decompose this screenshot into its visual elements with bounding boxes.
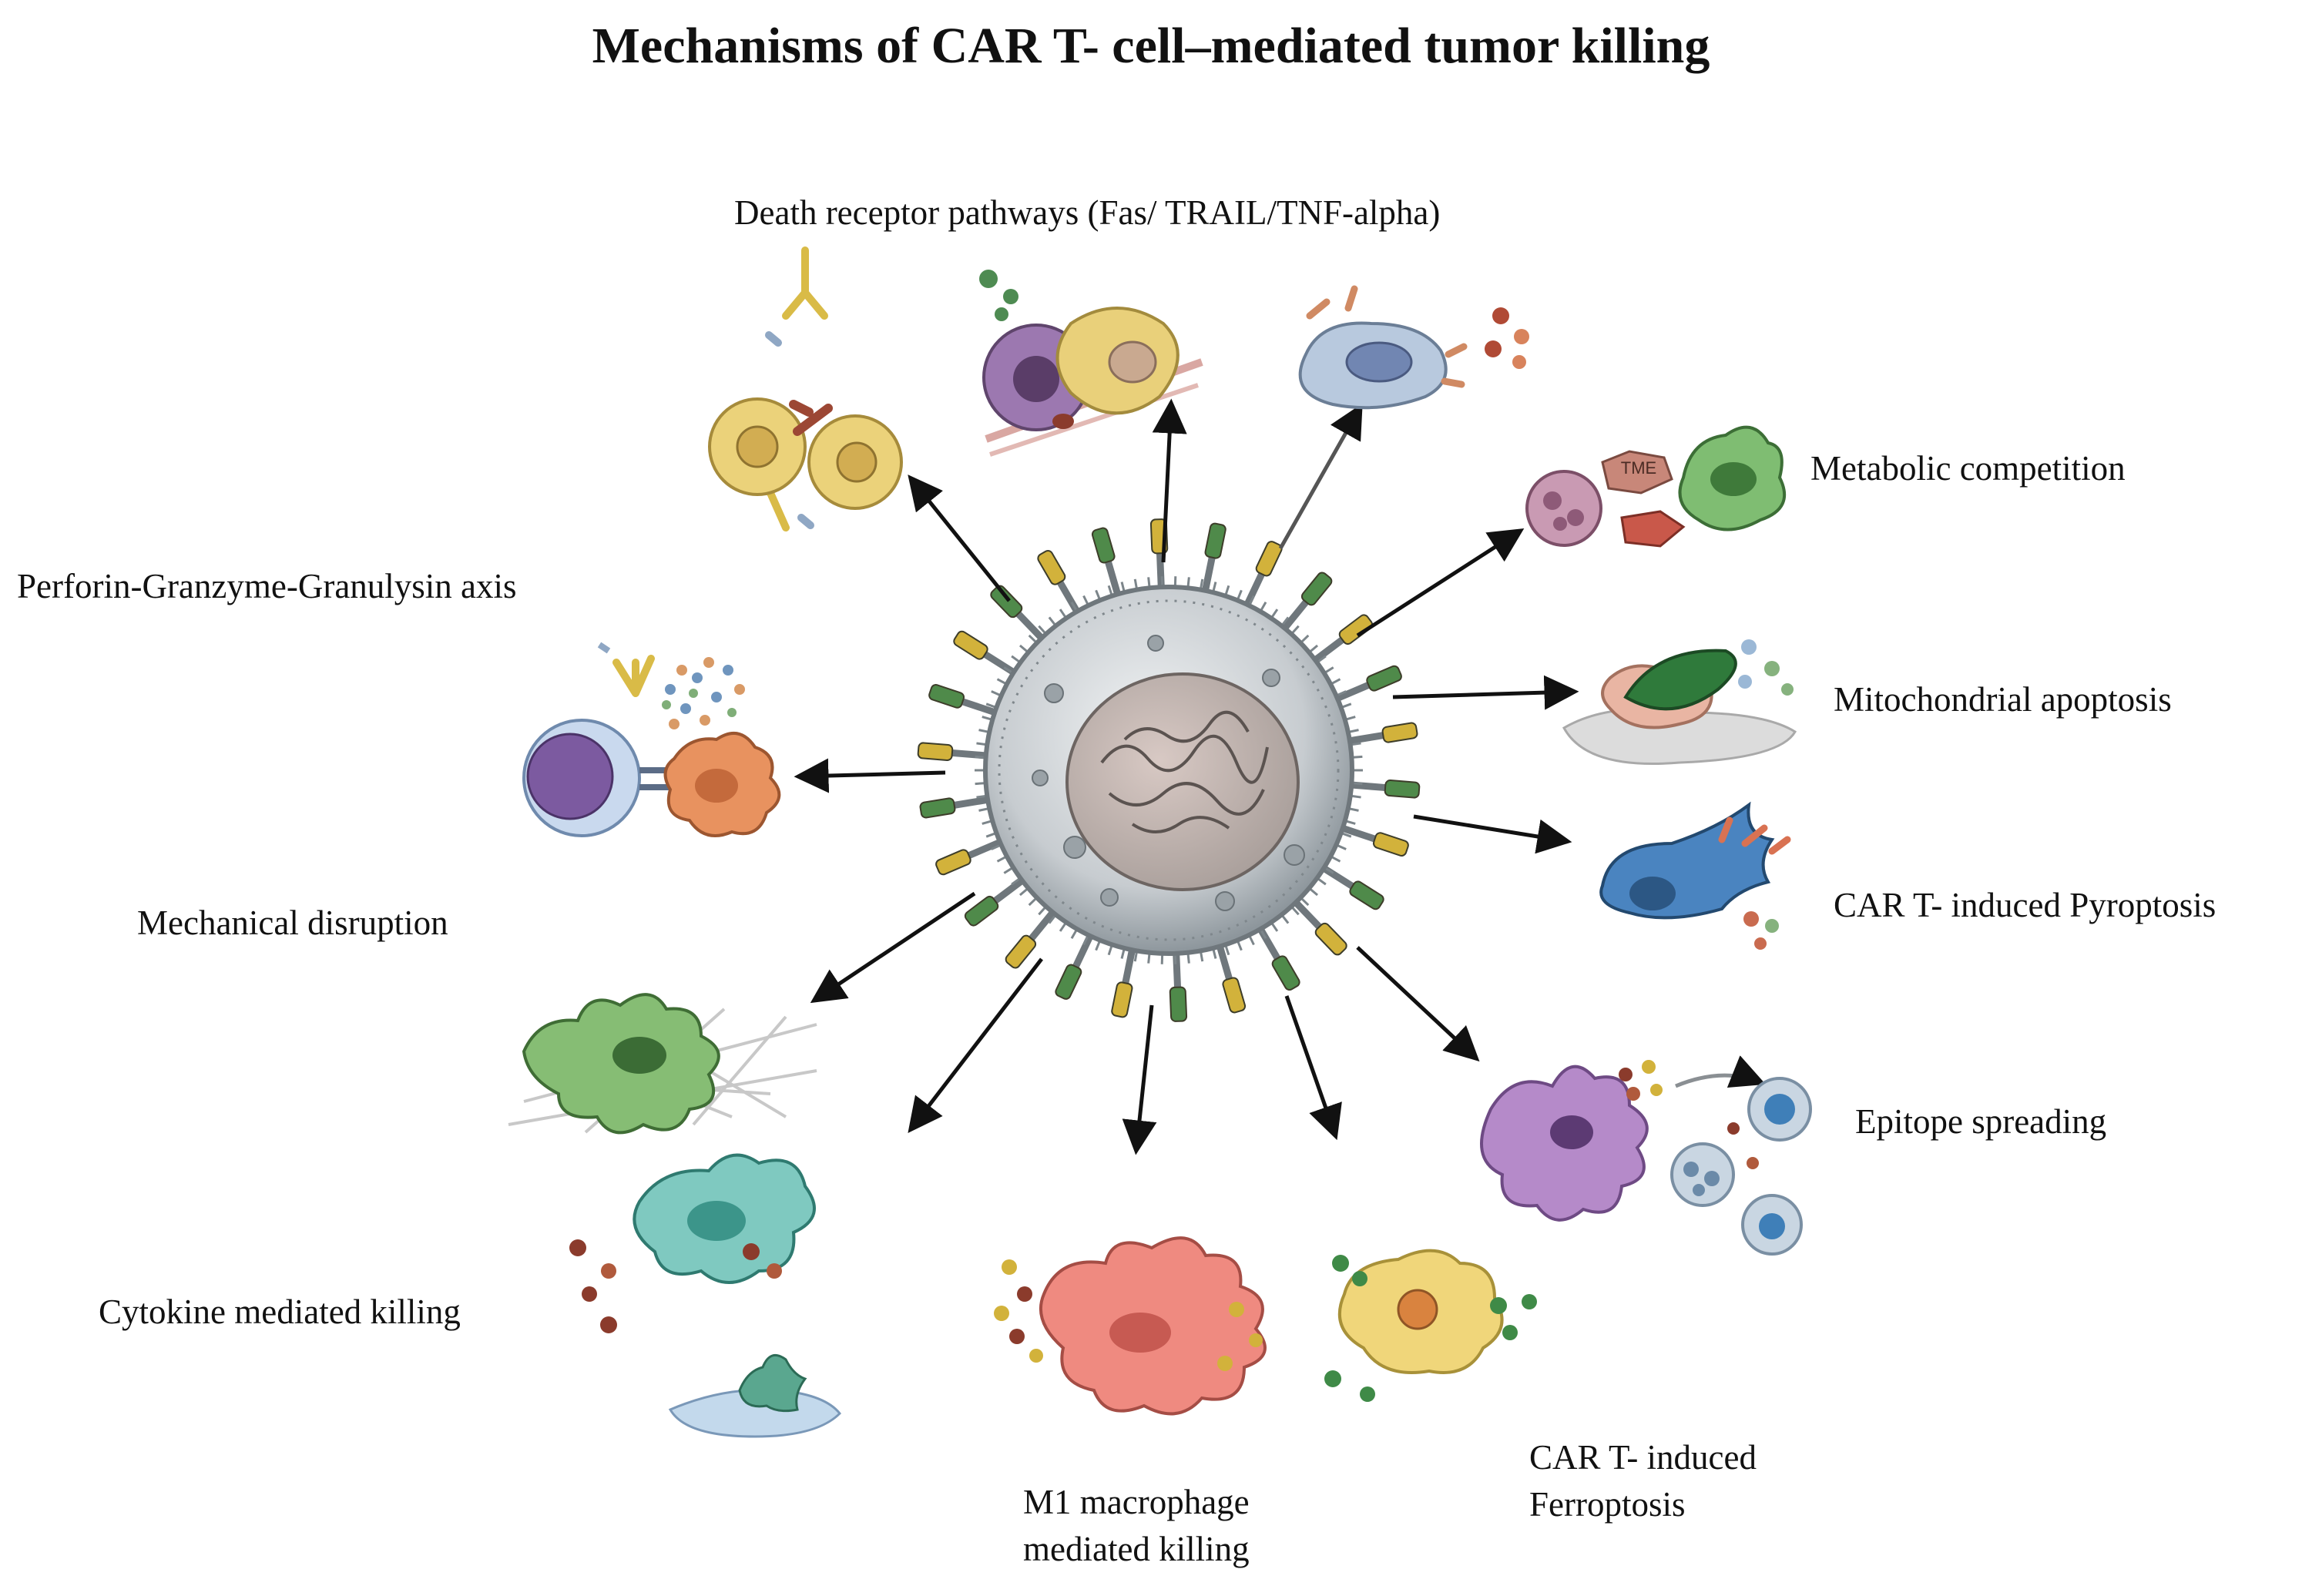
car-receptor-head: [953, 630, 988, 660]
car-receptor-head: [917, 742, 954, 761]
car-receptor-head: [935, 849, 971, 876]
car-receptor-stalk: [1014, 610, 1045, 642]
cytokine-killing-cells-icon: [569, 1153, 842, 1438]
label-car-t-pyroptosis: CAR T- induced Pyroptosis: [1834, 886, 2216, 924]
pyroptosis-cell-icon: [1599, 801, 1791, 950]
car-receptor-stalk: [1349, 781, 1388, 792]
label-mitochondrial-apoptosis: Mitochondrial apoptosis: [1834, 680, 2172, 719]
car-receptor-head: [1300, 572, 1333, 606]
label-perforin-granzyme-granulysin: Perforin-Granzyme-Granulysin axis: [17, 567, 517, 605]
car-receptor-stalk: [1334, 681, 1371, 702]
car-receptor-head: [1091, 527, 1116, 564]
label-m1-line2: mediated killing: [1023, 1529, 1250, 1568]
label-death-receptor-pathways: Death receptor pathways (Fas/ TRAIL/TNF-…: [734, 193, 1441, 232]
mechanism-arrows: [794, 398, 1579, 1155]
dying-tumor-cell-icon: [1298, 285, 1529, 410]
car-receptor-stalk: [960, 697, 998, 716]
green-cytotoxic-cell-icon: [522, 993, 720, 1135]
car-receptor-stalk: [1347, 731, 1386, 745]
arrow-pyroptosis: [1413, 814, 1572, 854]
car-receptor-stalk: [1104, 559, 1122, 597]
car-receptor-stalk: [951, 796, 990, 810]
car-receptor-stalk: [950, 749, 988, 759]
arrow-mechanical: [794, 758, 946, 793]
car-receptor-head: [1037, 549, 1066, 585]
page-title: Mechanisms of CAR T- cell–mediated tumor…: [592, 18, 1710, 74]
car-receptor-head: [1204, 522, 1227, 559]
car-receptor-head: [919, 797, 956, 819]
label-metabolic-competition: Metabolic competition: [1810, 449, 2126, 488]
car-receptor-stalk: [1311, 635, 1346, 664]
car-receptor-stalk: [1292, 898, 1324, 930]
car-receptor-stalk: [1201, 555, 1216, 593]
car-receptor-head: [1384, 780, 1421, 799]
label-cytokine-mediated-killing: Cytokine mediated killing: [99, 1293, 461, 1331]
label-mechanical-disruption: Mechanical disruption: [137, 904, 448, 942]
tme-badge: TME: [1621, 458, 1656, 478]
ferroptosis-cell-icon: [1324, 1249, 1537, 1402]
mechanical-disruption-cells-icon: [522, 642, 781, 837]
car-receptors: [917, 518, 1421, 1022]
car-t-vesicles: [1032, 635, 1305, 911]
label-m1-macrophage-killing: M1 macrophage mediated killing: [1023, 1479, 1250, 1573]
label-m1-line1: M1 macrophage: [1023, 1483, 1250, 1521]
arrow-death-receptor-2: [1278, 403, 1363, 550]
car-receptor-stalk: [1072, 933, 1095, 970]
antibody-icon: [612, 655, 655, 697]
label-epitope-spreading: Epitope spreading: [1855, 1102, 2107, 1141]
car-receptor-head: [1055, 964, 1082, 1000]
car-receptor-head: [1255, 541, 1283, 577]
arrow-cytokine-lower: [908, 957, 1043, 1133]
arrow-ferroptosis: [1284, 995, 1342, 1141]
car-receptor-head: [1372, 832, 1409, 857]
car-receptor-head: [1349, 880, 1384, 910]
arrow-perforin: [908, 474, 1011, 602]
arrow-death-receptor: [1152, 398, 1187, 563]
car-receptor-head: [990, 585, 1023, 619]
car-receptor-stalk: [1340, 824, 1378, 843]
epitope-spreading-cells-icon: [1480, 1055, 1812, 1256]
car-receptor-head: [1314, 922, 1347, 956]
arrow-epitope: [1356, 946, 1480, 1062]
car-receptor-head: [1005, 934, 1037, 969]
metabolic-competition-cells-icon: TME: [1525, 425, 1787, 548]
car-receptor-head: [1111, 981, 1133, 1018]
car-receptor-head: [1366, 665, 1402, 692]
car-receptor-head: [928, 684, 965, 709]
car-receptor-head: [1271, 955, 1300, 991]
label-ferroptosis-line1: CAR T- induced: [1529, 1438, 1757, 1477]
m1-macrophage-icon: [994, 1236, 1267, 1416]
car-receptor-stalk: [992, 877, 1026, 905]
perforin-granzyme-cells-icon: [708, 246, 903, 531]
label-ferroptosis-line2: Ferroptosis: [1529, 1484, 1686, 1524]
arrow-mitochondrial: [1392, 675, 1579, 710]
mitochondrial-apoptosis-cells-icon: [1562, 639, 1797, 766]
car-t-nucleus: [1065, 672, 1300, 891]
car-receptor-head: [1169, 986, 1188, 1022]
label-car-t-ferroptosis: CAR T- induced Ferroptosis: [1529, 1434, 1757, 1528]
car-receptor-stalk: [1121, 947, 1136, 986]
car-receptor-stalk: [1216, 944, 1233, 981]
death-receptor-cells-icon: [979, 270, 1203, 457]
car-receptor-head: [964, 895, 999, 927]
car-receptor-stalk: [1243, 571, 1266, 608]
arrow-cytokine-upper: [810, 891, 976, 1004]
car-receptor-stalk: [1280, 598, 1310, 632]
arrow-m1: [1122, 1004, 1157, 1155]
car-receptor-stalk: [1028, 909, 1057, 942]
car-receptor-head: [1381, 722, 1418, 743]
car-receptor-stalk: [966, 838, 1003, 860]
arrow-metabolic: [1356, 528, 1525, 638]
car-receptor-head: [1222, 977, 1247, 1014]
